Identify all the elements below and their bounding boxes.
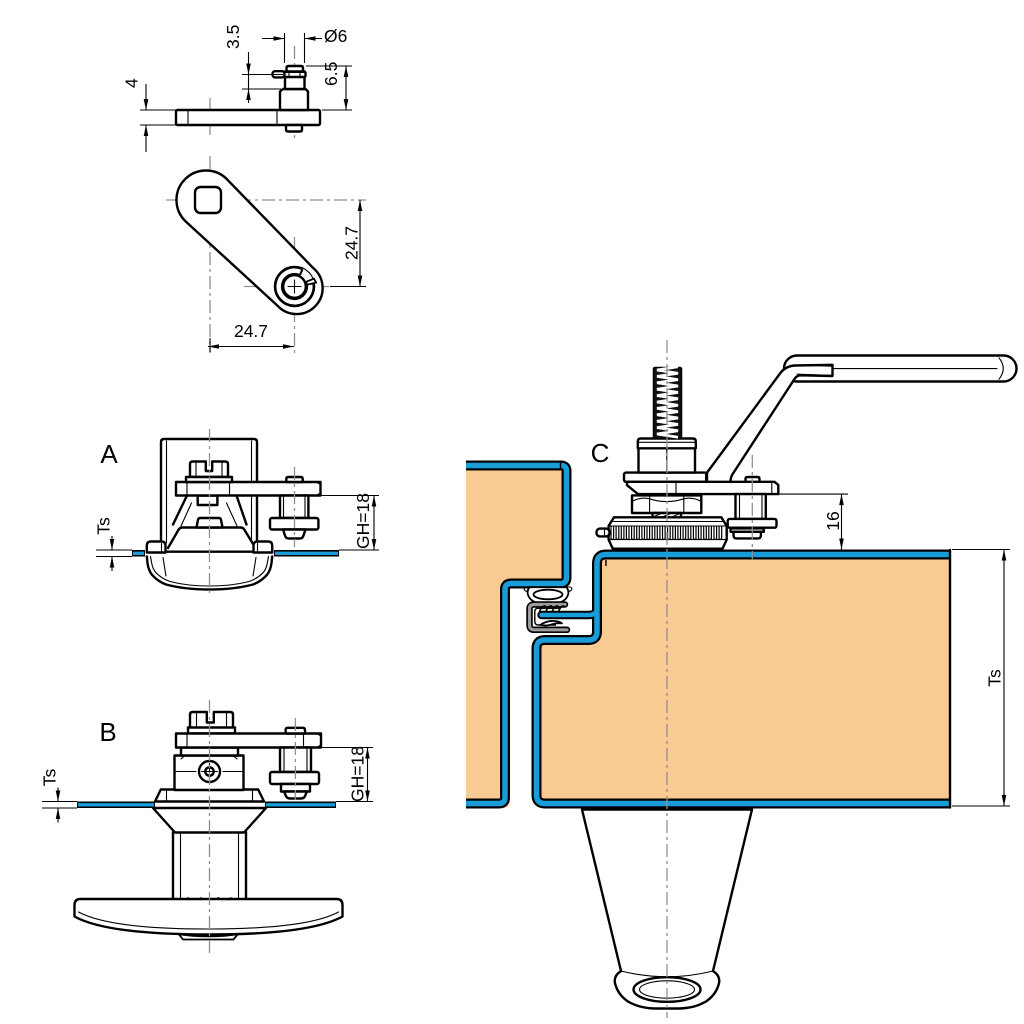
centerline xyxy=(208,700,297,955)
cam-hole xyxy=(273,265,316,308)
circlip xyxy=(282,70,307,79)
handle-stem xyxy=(171,830,248,901)
dim-panel-thickness: Ts xyxy=(985,669,1005,687)
gasket-lip xyxy=(539,620,563,627)
knurl-teeth xyxy=(610,526,723,540)
cam-plate xyxy=(625,480,780,496)
locating-pin xyxy=(595,527,611,538)
screw-head xyxy=(188,710,235,731)
view-a: A GH=18 Ts xyxy=(94,429,379,594)
dim-vertical: 24.7 xyxy=(342,226,362,260)
latch-dome xyxy=(168,527,256,552)
flange xyxy=(153,788,266,803)
view-b-label: B xyxy=(99,717,116,747)
view-c-label: C xyxy=(591,438,610,468)
washer-plate xyxy=(622,471,709,484)
screw-head xyxy=(188,460,230,479)
dim-pin-height: 6.5 xyxy=(321,62,341,86)
centerline xyxy=(208,429,296,594)
retaining-ring xyxy=(274,266,315,307)
dim-plate-thickness: 4 xyxy=(122,78,142,88)
cone-opening xyxy=(632,976,702,1004)
dim-horizontal: 24.7 xyxy=(234,321,268,341)
roller-washer xyxy=(268,770,321,786)
dim-panel-thickness: Ts xyxy=(94,517,114,535)
dim-cam-offset: 16 xyxy=(823,511,843,530)
handle-pad xyxy=(177,933,239,941)
view-c: C 16 Ts xyxy=(466,340,1018,1018)
door-insulation xyxy=(597,552,950,807)
dim-panel-thickness: Ts xyxy=(40,769,60,787)
cam-boss xyxy=(278,87,310,112)
cam-side-view: 4 3.5 Ø6 6.5 xyxy=(122,25,352,152)
square-hole xyxy=(193,185,223,215)
dim-grip-height: GH=18 xyxy=(353,493,373,549)
frame-insulation xyxy=(466,460,572,809)
dim-groove-offset: 3.5 xyxy=(223,25,243,49)
dim-pin-diameter: Ø6 xyxy=(324,26,347,46)
cam-arm xyxy=(174,480,322,497)
centerline xyxy=(166,156,366,353)
dim-grip-height: GH=18 xyxy=(348,746,368,802)
view-a-label: A xyxy=(100,439,118,469)
cam-plate-top xyxy=(175,169,324,316)
mount-ear-left xyxy=(145,540,167,554)
handle-lever xyxy=(705,363,834,483)
cam-top-view: 24.7 24.7 xyxy=(166,156,366,353)
cam-plate-side xyxy=(174,108,322,127)
cam-arm xyxy=(174,732,323,749)
mount-ear-right xyxy=(252,540,274,554)
roller xyxy=(734,492,767,521)
view-b: B GH=18 Ts xyxy=(40,700,373,955)
t-handle xyxy=(73,897,344,936)
